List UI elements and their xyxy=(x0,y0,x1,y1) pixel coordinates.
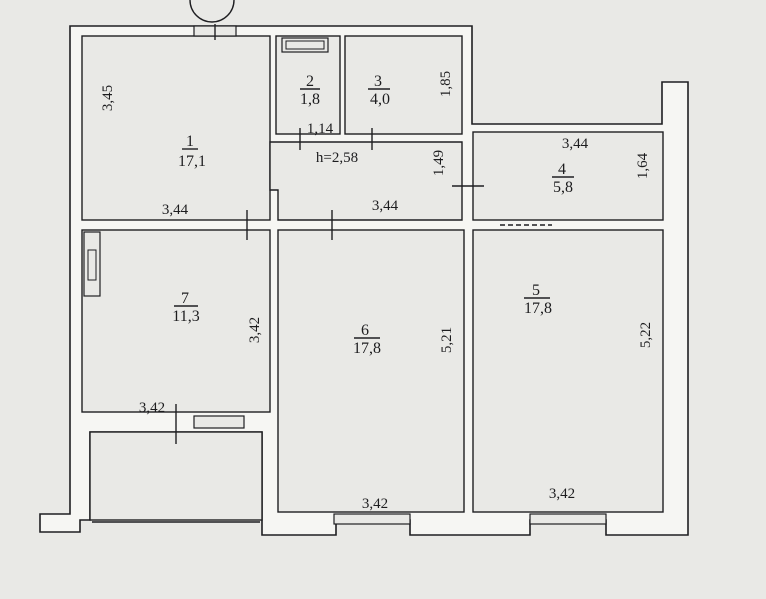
room-7-number: 7 xyxy=(181,290,189,307)
hall-area xyxy=(269,141,463,221)
dim-room4-height: 1,64 xyxy=(635,152,651,179)
room-6-area: 17,8 xyxy=(353,340,381,357)
room-4-area xyxy=(472,131,664,221)
dim-room1-width: 3,44 xyxy=(162,202,189,218)
room-4-area: 5,8 xyxy=(553,179,573,196)
dim-room3-height: 1,85 xyxy=(438,71,454,97)
room-3-number: 3 xyxy=(374,73,382,90)
dim-room5-width: 3,42 xyxy=(549,486,575,502)
bathtub-icon xyxy=(281,37,329,53)
room-7-area: 11,3 xyxy=(172,308,199,325)
room-7-area xyxy=(81,229,271,413)
window-room7 xyxy=(193,415,245,429)
bathtub-inner-icon xyxy=(285,40,325,50)
dim-room6-width: 3,42 xyxy=(362,496,388,512)
room-2-area: 1,8 xyxy=(300,91,320,108)
room-3-area xyxy=(344,35,463,135)
dim-hall-width: 3,44 xyxy=(372,198,399,214)
sink-icon xyxy=(87,249,97,281)
dim-room5-height: 5,22 xyxy=(638,322,654,348)
room-6-number: 6 xyxy=(361,322,369,339)
room-4-number: 4 xyxy=(558,161,566,178)
window-room5 xyxy=(529,513,607,525)
entry-arc xyxy=(189,0,235,23)
balcony-area xyxy=(89,431,263,521)
ceiling-height: h=2,58 xyxy=(316,150,358,166)
dim-room1-height: 3,45 xyxy=(100,85,116,111)
room-1-area xyxy=(81,35,271,221)
dim-hall-height: 1,49 xyxy=(431,150,447,176)
room-5-area: 17,8 xyxy=(524,300,552,317)
dim-corridor-width: 1,14 xyxy=(307,121,334,137)
stove-icon xyxy=(83,231,101,297)
window-room6 xyxy=(333,513,411,525)
room-5-area xyxy=(472,229,664,513)
dimension-labels: 3,45 3,44 1,14 h=2,58 1,85 1,49 3,44 3,4… xyxy=(100,71,654,512)
openings xyxy=(83,0,607,525)
dim-room4-width: 3,44 xyxy=(562,136,589,152)
walls xyxy=(39,25,689,536)
room-2-number: 2 xyxy=(306,73,314,90)
room-1-area: 17,1 xyxy=(178,153,206,170)
room-6-area xyxy=(277,229,465,513)
dim-room7-height: 3,42 xyxy=(247,317,263,343)
room-3-area: 4,0 xyxy=(370,91,390,108)
room-1-number: 1 xyxy=(186,133,194,150)
room-5-number: 5 xyxy=(532,282,540,299)
room-labels: 1 17,1 2 1,8 3 4,0 4 5,8 5 17,8 6 17,8 7… xyxy=(172,73,574,357)
dim-room7-width: 3,42 xyxy=(139,400,165,416)
dim-room6-height: 5,21 xyxy=(439,327,455,353)
